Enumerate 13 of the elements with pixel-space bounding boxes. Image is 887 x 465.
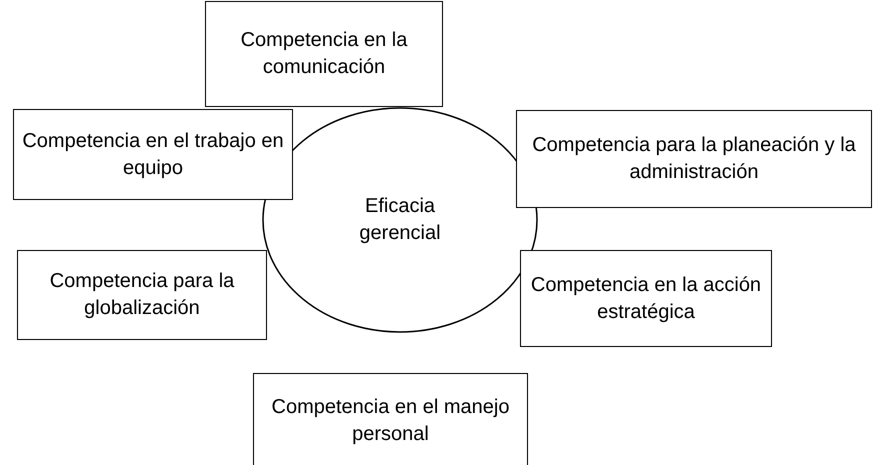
competency-box xyxy=(17,250,267,340)
node-label: Competencia en la comunicación xyxy=(240,28,408,80)
node-label: Competencia en el manejo personal xyxy=(270,395,510,447)
node-label: Competencia para la globalización xyxy=(48,269,236,321)
competency-box xyxy=(253,373,528,465)
node-label: Competencia en la acción estratégica xyxy=(530,272,762,324)
competency-box xyxy=(13,109,293,200)
competency-box xyxy=(520,250,772,347)
competency-box xyxy=(205,1,443,107)
node-label: Competencia en el trabajo en equipo xyxy=(22,128,284,180)
competency-box xyxy=(516,110,872,208)
node-label: Competencia para la planeación y la administración xyxy=(531,133,857,185)
node-label: Eficacia gerencial xyxy=(358,194,442,246)
